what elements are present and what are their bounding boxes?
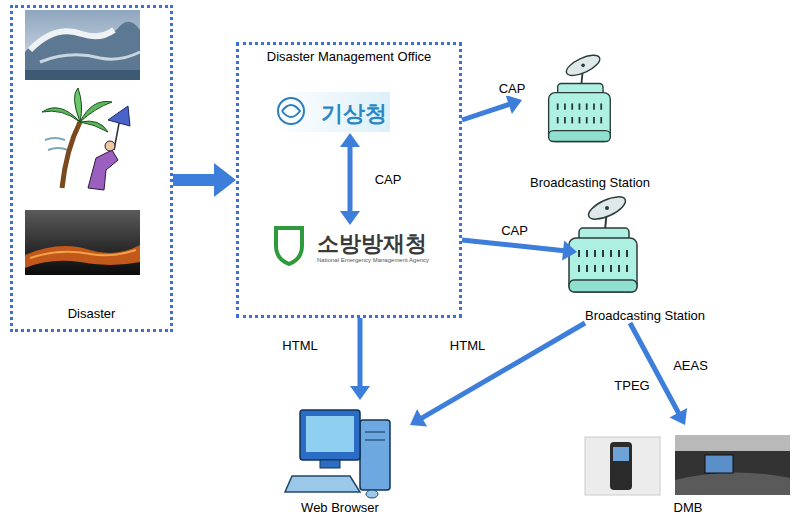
- computer-icon: [285, 410, 390, 498]
- node-subtitle: National Emergency Management Agency: [317, 257, 429, 264]
- protocol-label: CAP: [499, 223, 530, 238]
- kma-logo: [272, 92, 390, 132]
- arrow-shaft: [348, 146, 353, 212]
- fire-photo: [25, 210, 140, 275]
- tsunami-photo: [25, 10, 140, 80]
- arrow-head: [410, 409, 427, 426]
- agency-logo: 기상청: [275, 95, 395, 133]
- node-label: 소방방재청: [317, 231, 427, 257]
- node-label: Broadcasting Station: [530, 175, 650, 190]
- flow-arrow: [462, 240, 577, 260]
- protocol-label: HTML: [280, 338, 319, 353]
- office-region: Disaster Management Office 기상청소방방재청Nation…: [236, 42, 462, 318]
- storm-clipart: [42, 88, 130, 190]
- protocol-label: CAP: [497, 81, 528, 96]
- flow-arrow: [630, 323, 687, 425]
- node-label: Disaster: [68, 306, 116, 321]
- node-label: Disaster Management Office: [267, 49, 432, 64]
- flow-arrow: [340, 133, 360, 225]
- arrow-shaft: [462, 240, 564, 251]
- nema-shield: [276, 228, 302, 264]
- arrow-shaft: [173, 174, 215, 186]
- protocol-label: CAP: [373, 172, 404, 187]
- arrow-head: [340, 133, 360, 147]
- arrow-head: [340, 211, 360, 225]
- flow-arrow: [350, 318, 370, 400]
- arrow-head: [562, 241, 577, 261]
- node-label: Broadcasting Station: [585, 308, 705, 323]
- agency-logo: 소방방재청National Emergency Management Agenc…: [275, 225, 437, 268]
- station-icon: [569, 192, 637, 292]
- arrow-head: [214, 163, 236, 197]
- arrow-head: [350, 386, 370, 400]
- arrow-head: [506, 95, 522, 114]
- protocol-label: AEAS: [671, 358, 710, 373]
- station-icon: [549, 51, 611, 141]
- client-node: DMB: [583, 425, 793, 518]
- protocol-label: HTML: [448, 338, 487, 353]
- node-label: 기상청: [321, 101, 387, 127]
- node-label: Web Browser: [301, 500, 379, 515]
- arrow-shaft: [462, 104, 510, 120]
- station-node: Broadcasting Station: [577, 195, 713, 323]
- arrow-head: [670, 408, 688, 425]
- flow-arrow: [462, 95, 522, 120]
- dmb-photos: [585, 435, 790, 495]
- protocol-label: TPEG: [612, 378, 651, 393]
- flow-arrow: [410, 323, 585, 427]
- node-label: DMB: [674, 500, 703, 515]
- flow-arrow: [173, 163, 236, 197]
- station-node: Broadcasting Station: [522, 45, 658, 190]
- arrow-shaft: [421, 323, 585, 418]
- arrow-shaft: [358, 318, 363, 387]
- disaster-region: Disaster: [10, 5, 173, 332]
- client-node: Web Browser: [270, 400, 410, 517]
